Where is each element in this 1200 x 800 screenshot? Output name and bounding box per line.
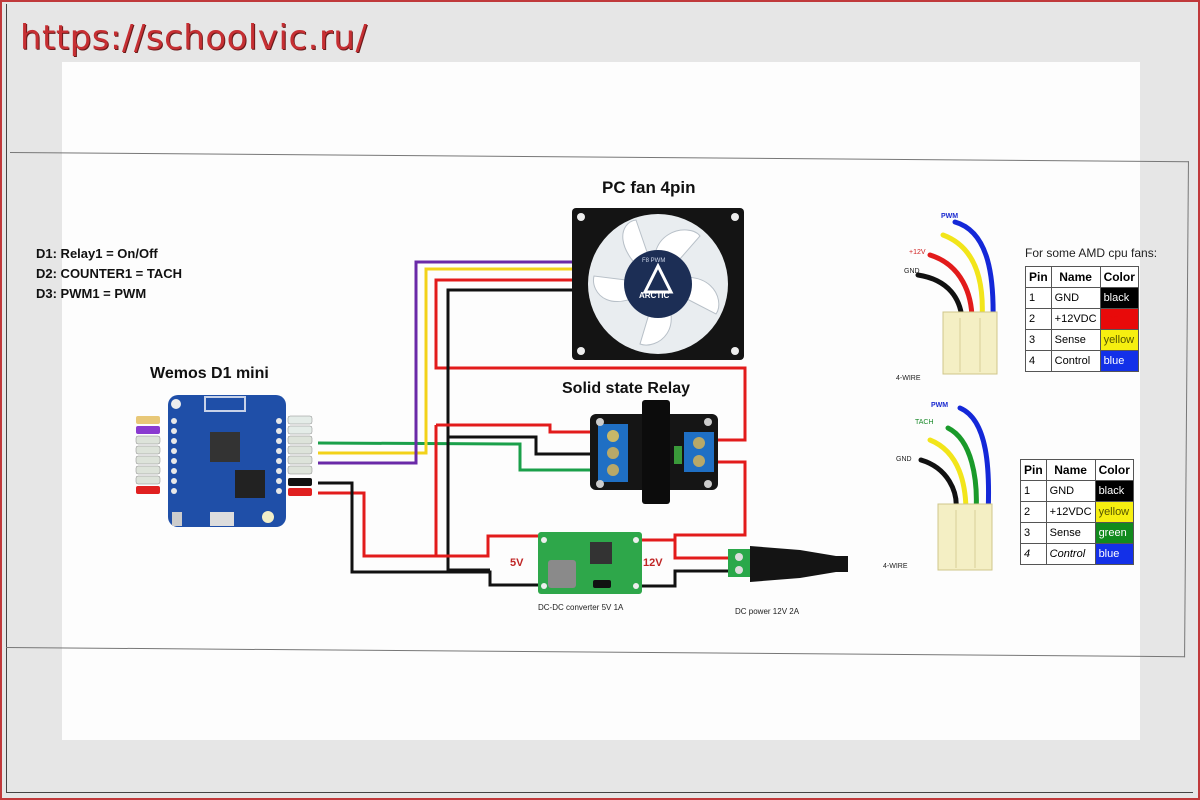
table-row: 1 GND black — [1020, 480, 1134, 502]
pin-color-swatch: black — [1099, 287, 1139, 309]
pin-number: 3 — [1020, 522, 1047, 544]
pin-name: Control — [1050, 350, 1101, 372]
pin-color-swatch: red — [1099, 308, 1139, 330]
connector-top-label-pwm: PWM — [941, 213, 959, 220]
pin-number: 4 — [1020, 543, 1047, 565]
fan-model: F8 PWM — [642, 258, 666, 264]
pin-mapping-list: D1: Relay1 = On/Off D2: COUNTER1 = TACH … — [36, 244, 182, 304]
dc-dc-converter — [538, 532, 642, 594]
table-row: 4 Control blue — [1025, 350, 1139, 372]
wire-black-gnd — [318, 481, 540, 587]
table-row: 1 GND black — [1025, 287, 1139, 309]
watermark-url[interactable]: https://schoolvic.ru/ — [20, 18, 368, 58]
pin-name: +12VDC — [1045, 501, 1096, 523]
table-row: 3 Sense green — [1020, 522, 1134, 544]
pin-color-swatch: green — [1094, 522, 1134, 544]
power-caption: DC power 12V 2A — [735, 607, 800, 616]
table-row: 3 Sense yellow — [1025, 329, 1139, 351]
pin-table-header: Pin — [1020, 459, 1047, 481]
connector-bottom-label-gnd: GND — [896, 456, 912, 463]
pin-color-swatch: black — [1094, 480, 1134, 502]
wemos-right-pin-tags — [287, 415, 313, 496]
dc-power-jack — [728, 546, 848, 582]
pin-number: 1 — [1020, 480, 1047, 502]
pin-table-header: Pin — [1025, 266, 1052, 288]
amd-note: For some AMD cpu fans: — [1025, 246, 1158, 260]
table-row: 4 Control blue — [1020, 543, 1134, 565]
inner-frame — [6, 4, 1193, 793]
pin-color-swatch: yellow — [1099, 329, 1139, 351]
wemos-title: Wemos D1 mini — [150, 365, 269, 382]
pc-fan — [572, 208, 744, 360]
relay-title: Solid state Relay — [562, 380, 691, 397]
wire-black-fan — [446, 288, 572, 572]
pin-table-bottom: Pin Name Color 1 GND black 2 +12VDC yell… — [1020, 459, 1134, 565]
wire-black-12v — [640, 569, 728, 588]
converter-caption: DC-DC converter 5V 1A — [538, 603, 624, 612]
connector-top-housing — [942, 311, 998, 375]
connector-top-label-gnd: GND — [904, 268, 920, 275]
pin-name: +12VDC — [1050, 308, 1101, 330]
wemos-left-pin-tags — [135, 416, 161, 494]
pin-mapping-d3: D3: PWM1 = PWM — [36, 286, 147, 301]
pin-mapping-d1: D1: Relay1 = On/Off — [36, 246, 158, 261]
converter-out-label: 5V — [510, 557, 524, 569]
wemos-board — [168, 395, 286, 527]
pin-table-header: Color — [1099, 266, 1139, 288]
fan-title: PC fan 4pin — [602, 178, 696, 197]
pin-name: Control — [1045, 543, 1096, 565]
pin-name: GND — [1045, 480, 1096, 502]
pin-table-top: Pin Name Color 1 GND black 2 +12VDC red … — [1025, 266, 1139, 372]
pin-number: 3 — [1025, 329, 1052, 351]
pin-table-header: Color — [1094, 459, 1134, 481]
connector-bottom-label-pwm: PWM — [931, 402, 949, 409]
pin-color-swatch: blue — [1099, 350, 1139, 372]
pin-number: 4 — [1025, 350, 1052, 372]
pin-name: Sense — [1045, 522, 1096, 544]
pin-name: Sense — [1050, 329, 1101, 351]
wire-red-12v — [640, 538, 728, 560]
pin-number: 2 — [1025, 308, 1052, 330]
pin-color-swatch: blue — [1094, 543, 1134, 565]
pin-number: 1 — [1025, 287, 1052, 309]
wire-green-tach — [317, 441, 596, 472]
pin-table-header: Name — [1045, 459, 1096, 481]
wire-red-fan — [434, 278, 747, 442]
pin-name: GND — [1050, 287, 1101, 309]
pin-mapping-d2: D2: COUNTER1 = TACH — [36, 266, 183, 281]
connector-bottom-label-tach: TACH — [915, 419, 934, 426]
wire-black-relay — [448, 435, 596, 456]
wire-red-relay — [436, 423, 596, 434]
table-row: 2 +12VDC yellow — [1020, 501, 1134, 523]
connector-top-footer: 4-WIRE — [896, 375, 921, 382]
connector-bottom-housing — [937, 503, 993, 571]
pin-color-swatch: yellow — [1094, 501, 1134, 523]
wire-purple — [318, 260, 572, 465]
connector-top-label-12v: +12V — [909, 249, 926, 256]
pin-table-header: Name — [1050, 266, 1101, 288]
solid-state-relay — [590, 400, 718, 504]
converter-in-label: 12V — [643, 557, 663, 569]
pin-number: 2 — [1020, 501, 1047, 523]
wire-yellow — [318, 267, 572, 455]
connector-bottom-footer: 4-WIRE — [883, 563, 908, 570]
connector-top — [915, 219, 996, 325]
wire-red-5v — [318, 491, 540, 558]
fan-brand: ARCTIC — [639, 291, 670, 300]
table-row: 2 +12VDC red — [1025, 308, 1139, 330]
